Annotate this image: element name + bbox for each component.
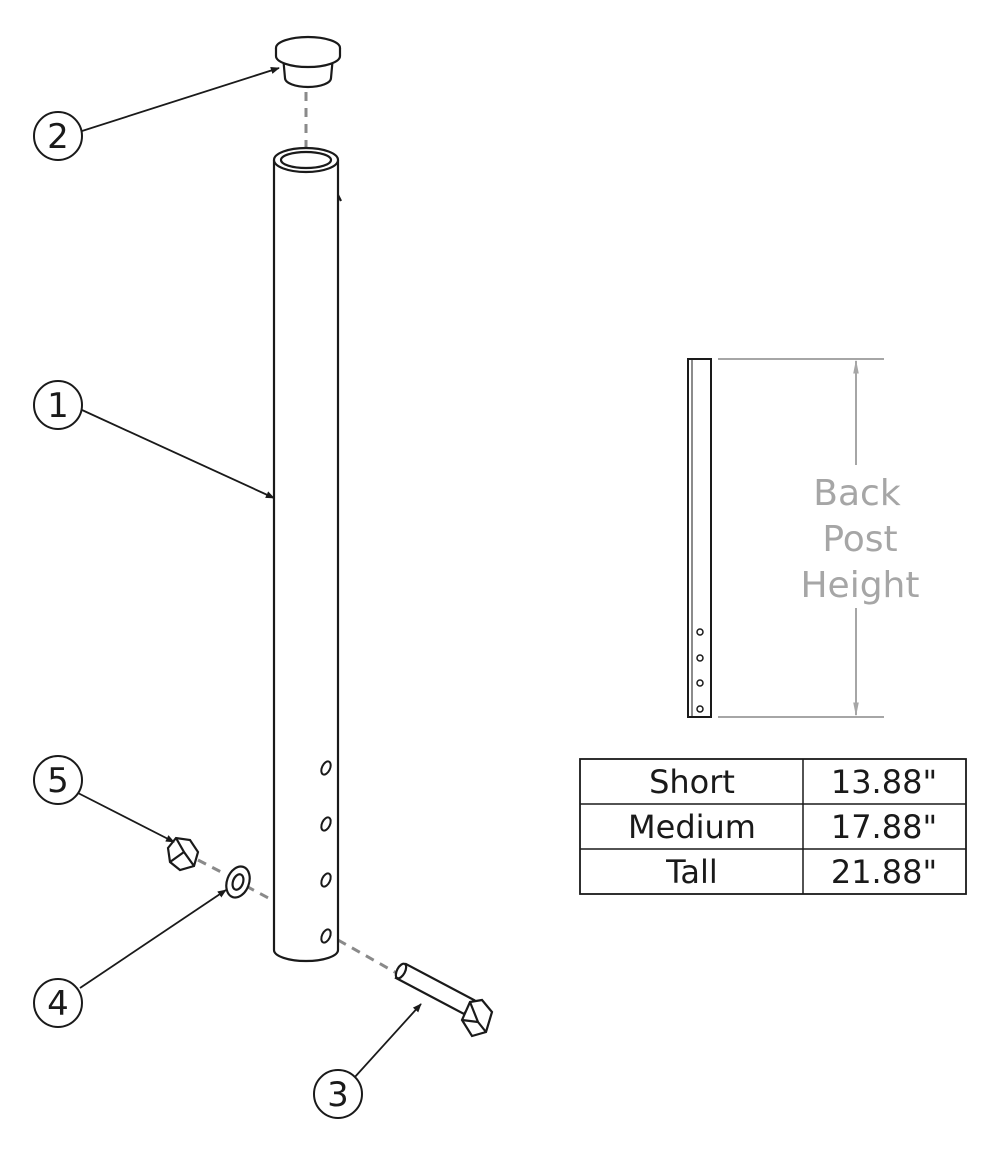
callout-4: 4	[33, 978, 83, 1028]
dimension-label-line-3: Height	[800, 565, 919, 606]
callout-5-label: 5	[47, 761, 69, 801]
height-dimension	[718, 358, 884, 718]
alignment-lines	[197, 92, 401, 977]
callout-1-label: 1	[47, 386, 69, 426]
table-row-medium-height: 17.88"	[831, 808, 937, 846]
table-row-medium-size: Medium	[628, 808, 756, 846]
callout-5: 5	[33, 755, 83, 805]
callout-3-label: 3	[327, 1075, 349, 1115]
dimension-label-line-2: Post	[822, 519, 897, 560]
leader-arrows	[77, 67, 422, 1079]
callout-3: 3	[313, 1069, 363, 1119]
profile-holes	[696, 628, 704, 713]
callout-4-label: 4	[47, 984, 69, 1024]
dimension-label-line-1: Back	[813, 473, 901, 514]
hex-bolt	[394, 962, 494, 1038]
back-post-tube	[272, 146, 342, 963]
table-row-tall-size: Tall	[665, 853, 718, 891]
size-table: Short 13.88" Medium 17.88" Tall 21.88"	[579, 758, 967, 895]
hex-nut	[166, 836, 200, 872]
end-cap-plug	[274, 35, 342, 89]
callout-2-label: 2	[47, 117, 69, 157]
tube-holes	[320, 760, 332, 944]
callout-1: 1	[33, 380, 83, 430]
post-profile	[687, 358, 712, 718]
table-row-tall-height: 21.88"	[831, 853, 937, 891]
table-row-short-size: Short	[649, 763, 735, 801]
washer	[225, 865, 251, 899]
table-row-short-height: 13.88"	[831, 763, 937, 801]
callout-2: 2	[33, 111, 83, 161]
